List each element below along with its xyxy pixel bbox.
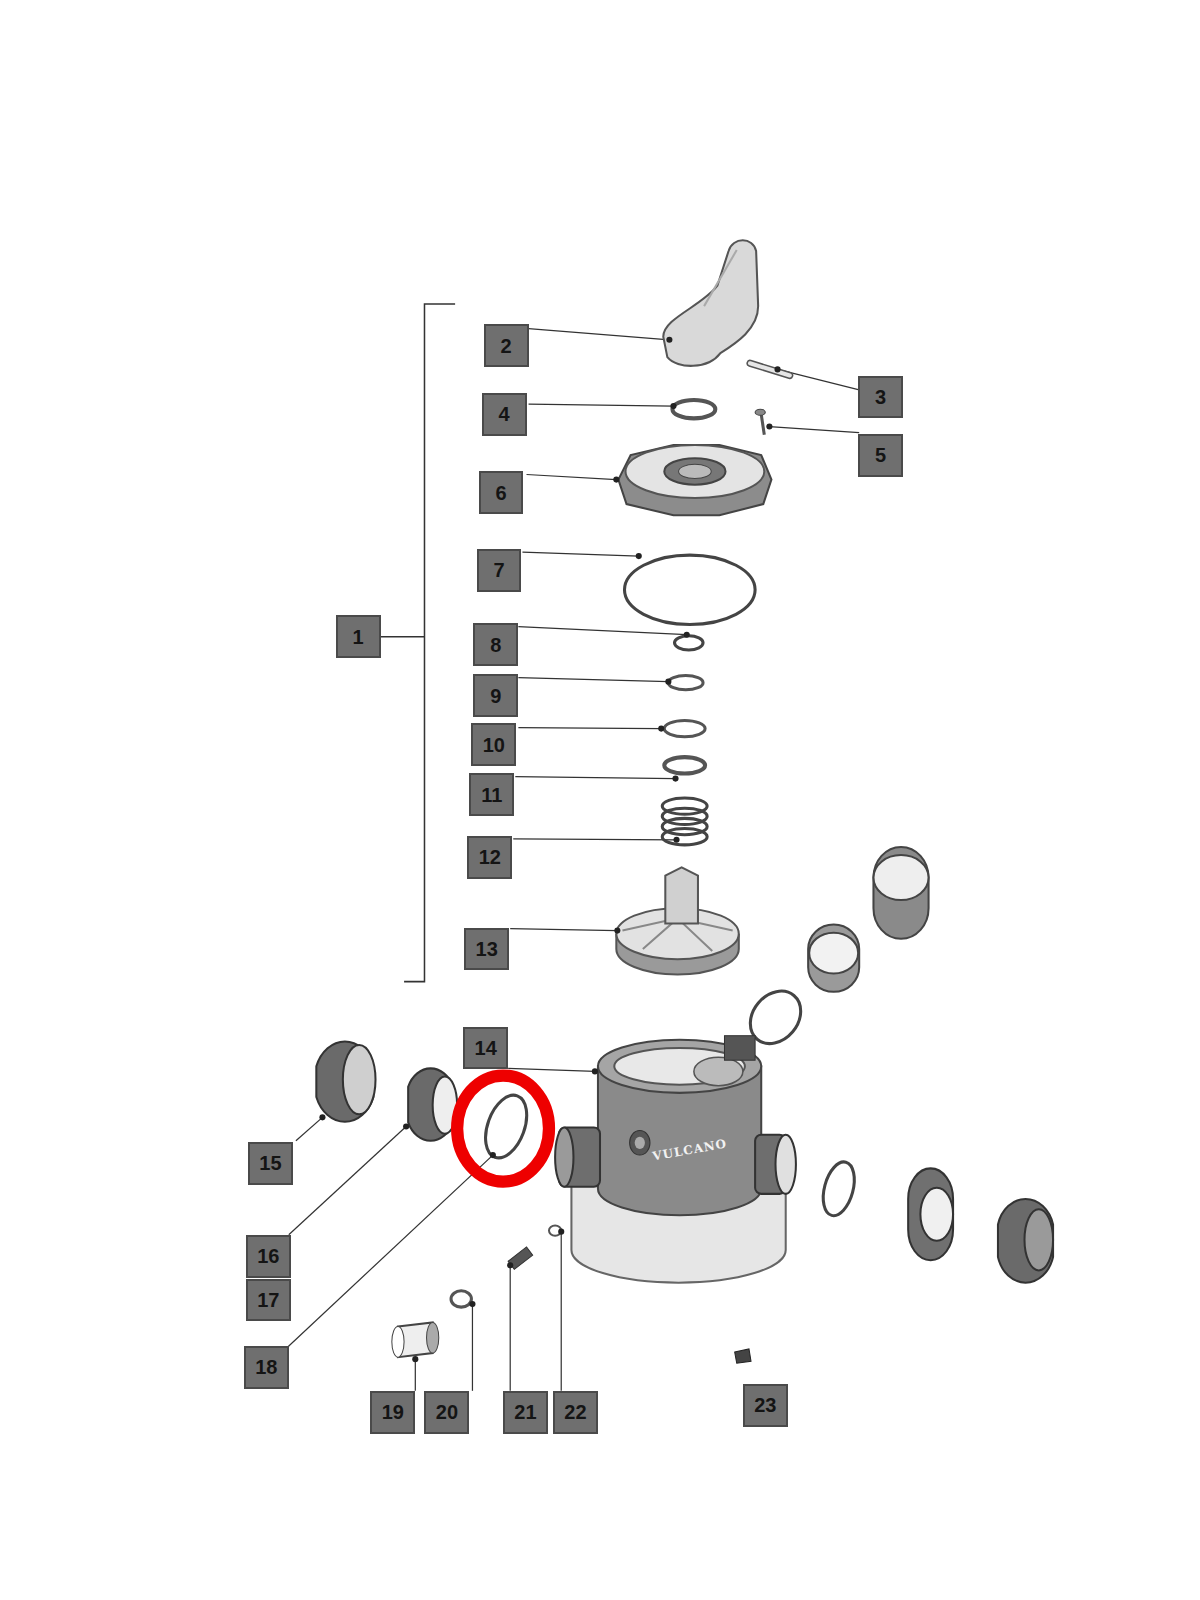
callout-number: 15 [259, 1153, 281, 1173]
callout-box: 14 [463, 1027, 508, 1070]
callout-number: 5 [875, 445, 886, 465]
callout-box: 16 [246, 1235, 291, 1278]
callout-number: 2 [501, 336, 512, 356]
callout-number: 12 [479, 847, 501, 867]
callout-box: 11 [469, 773, 514, 816]
callout-box: 9 [473, 674, 518, 717]
callout-number: 8 [490, 635, 501, 655]
callout-box: 7 [477, 549, 522, 592]
callout-number: 17 [257, 1290, 279, 1310]
callout-number: 3 [875, 387, 886, 407]
callout-box: 20 [424, 1391, 469, 1434]
callout-box: 13 [464, 928, 509, 971]
callout-box: 21 [503, 1391, 548, 1434]
callout-number: 23 [754, 1395, 776, 1415]
callout-box: 17 [246, 1279, 291, 1322]
callout-number: 7 [493, 560, 504, 580]
callout-box: 18 [244, 1346, 289, 1389]
callout-box: 3 [858, 376, 903, 419]
callout-box: 4 [482, 393, 527, 436]
callout-box: 23 [743, 1384, 788, 1427]
callout-number: 4 [499, 404, 510, 424]
callout-number: 20 [436, 1402, 458, 1422]
callout-number: 10 [483, 735, 505, 755]
callout-box: 6 [479, 471, 524, 514]
callout-box: 12 [467, 836, 512, 879]
callout-box: 22 [553, 1391, 598, 1434]
leader-lines [288, 304, 859, 1391]
callout-number: 14 [475, 1038, 497, 1058]
callout-number: 22 [564, 1402, 586, 1422]
callout-number: 6 [495, 483, 506, 503]
callout-box: 2 [484, 324, 529, 367]
callout-number: 1 [353, 627, 364, 647]
callout-box: 10 [471, 723, 516, 766]
callout-box: 15 [248, 1142, 293, 1185]
callout-number: 21 [514, 1402, 536, 1422]
callout-number: 19 [382, 1402, 404, 1422]
callout-box: 5 [858, 434, 903, 477]
callout-number: 9 [490, 686, 501, 706]
callout-number: 18 [255, 1357, 277, 1377]
callout-box: 1 [336, 615, 381, 658]
callout-box: 19 [370, 1391, 415, 1434]
callout-box: 8 [473, 623, 518, 666]
callout-number: 16 [257, 1246, 279, 1266]
callout-number: 11 [481, 785, 502, 805]
callout-number: 13 [476, 939, 498, 959]
